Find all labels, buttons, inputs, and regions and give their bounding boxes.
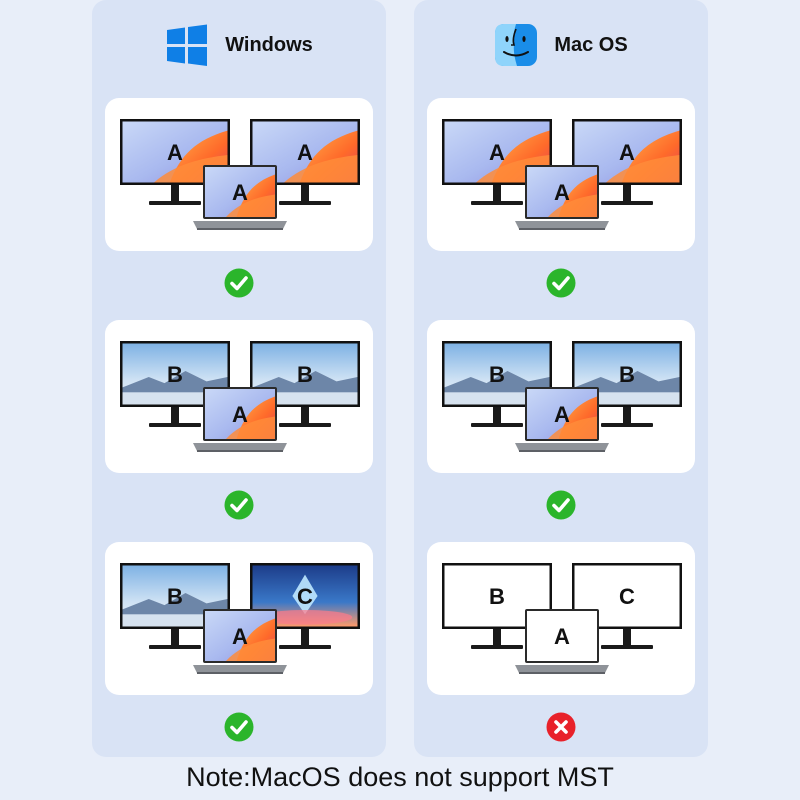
laptop: A (515, 165, 609, 230)
windows-logo-icon (167, 24, 208, 66)
macos-column: Mac OS A A A B B A B C A (414, 0, 708, 757)
laptop: A (515, 609, 609, 674)
supported-check-icon (224, 490, 254, 520)
finder-logo-icon (495, 24, 538, 66)
laptop: A (515, 387, 609, 452)
screen-label: A (232, 180, 248, 205)
unsupported-cross-icon (546, 712, 576, 742)
screen-label: A (554, 624, 570, 649)
display-config-card: B C A (105, 542, 373, 695)
laptop: A (193, 165, 287, 230)
column-header: Windows (92, 22, 386, 68)
screen-label: B (167, 584, 183, 609)
external-monitor: B (120, 563, 230, 649)
screen-label: A (167, 140, 183, 165)
display-config-card: B C A (427, 542, 695, 695)
column-title: Windows (225, 33, 313, 56)
supported-check-icon (224, 268, 254, 298)
supported-check-icon (546, 268, 576, 298)
supported-check-icon (546, 490, 576, 520)
screen-label: A (489, 140, 505, 165)
supported-check-icon (224, 712, 254, 742)
screen-label: A (232, 624, 248, 649)
screen-label: A (619, 140, 635, 165)
screen-label: C (297, 584, 313, 609)
screen-label: B (167, 362, 183, 387)
windows-column: Windows A A A B B A B C A (92, 0, 386, 757)
screen-label: C (619, 584, 635, 609)
external-monitor: B (250, 341, 360, 427)
display-config-card: B B A (427, 320, 695, 473)
external-monitor: A (442, 119, 552, 205)
screen-label: A (297, 140, 313, 165)
screen-label: B (489, 584, 505, 609)
screen-label: B (619, 362, 635, 387)
mst-note: Note:MacOS does not support MST (186, 762, 614, 792)
screen-label: B (489, 362, 505, 387)
laptop: A (193, 387, 287, 452)
screen-label: A (232, 402, 248, 427)
screen-label: B (297, 362, 313, 387)
external-monitor: A (572, 119, 682, 205)
external-monitor: A (120, 119, 230, 205)
display-config-card: A A A (427, 98, 695, 251)
column-title: Mac OS (554, 33, 628, 56)
screen-label: A (554, 180, 570, 205)
screen-label: A (554, 402, 570, 427)
laptop: A (193, 609, 287, 674)
display-config-card: A A A (105, 98, 373, 251)
display-config-card: B B A (105, 320, 373, 473)
column-header: Mac OS (414, 22, 708, 68)
